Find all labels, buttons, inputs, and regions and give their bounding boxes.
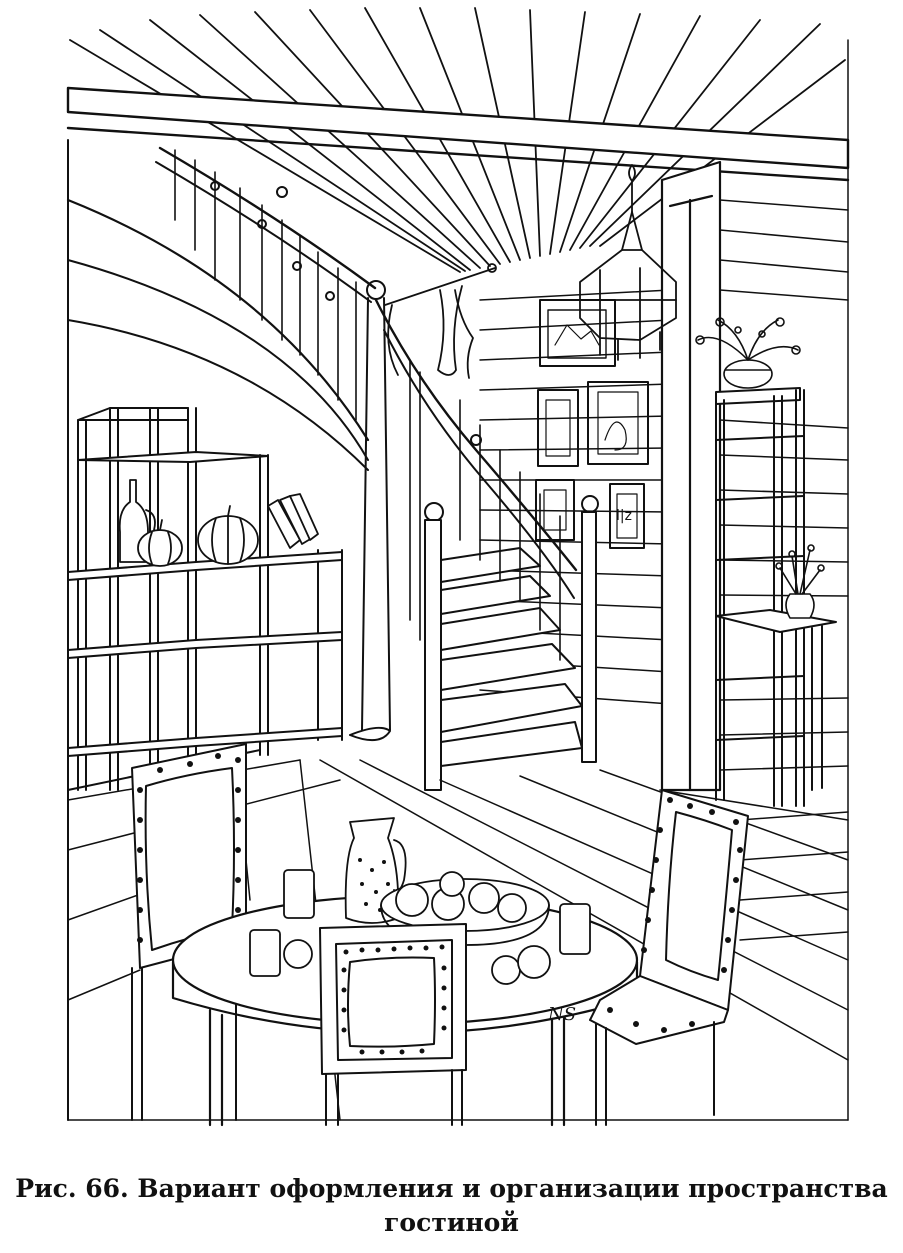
glass-left	[283, 869, 315, 919]
picture-top	[539, 299, 616, 367]
picture-middle-right	[587, 381, 649, 465]
books	[267, 493, 319, 549]
glass-right	[559, 903, 591, 955]
picture-middle-left	[537, 389, 579, 467]
svg-text:l|z: l|z	[616, 508, 632, 524]
pumpkin-right	[197, 505, 259, 565]
vase-with-flowers	[775, 544, 825, 619]
glass-front	[249, 929, 281, 977]
caption-line-1: Рис. 66. Вариант оформления и организаци…	[15, 1174, 888, 1203]
living-room-illustration: l|z	[66, 7, 850, 1127]
fruit-bowl	[380, 871, 550, 946]
shelf-items	[118, 479, 319, 567]
artist-signature: NS	[547, 1004, 576, 1025]
chair-right	[589, 789, 749, 1126]
picture-lower-left	[535, 479, 575, 541]
caption-line-2: гостиной	[384, 1208, 519, 1237]
picture-lower-right	[609, 483, 645, 549]
chair-front	[319, 923, 467, 1126]
pumpkin-left	[137, 519, 183, 567]
door-frame	[660, 160, 722, 792]
figure-caption: Рис. 66. Вариант оформления и организаци…	[0, 1172, 903, 1240]
table-items	[249, 817, 591, 985]
spiral-staircase	[66, 146, 599, 791]
wall-pictures: l|z	[535, 299, 649, 549]
curtain	[384, 263, 497, 379]
left-shelving	[67, 407, 343, 791]
right-shelving	[715, 387, 837, 807]
flower-pot-top	[695, 317, 801, 389]
